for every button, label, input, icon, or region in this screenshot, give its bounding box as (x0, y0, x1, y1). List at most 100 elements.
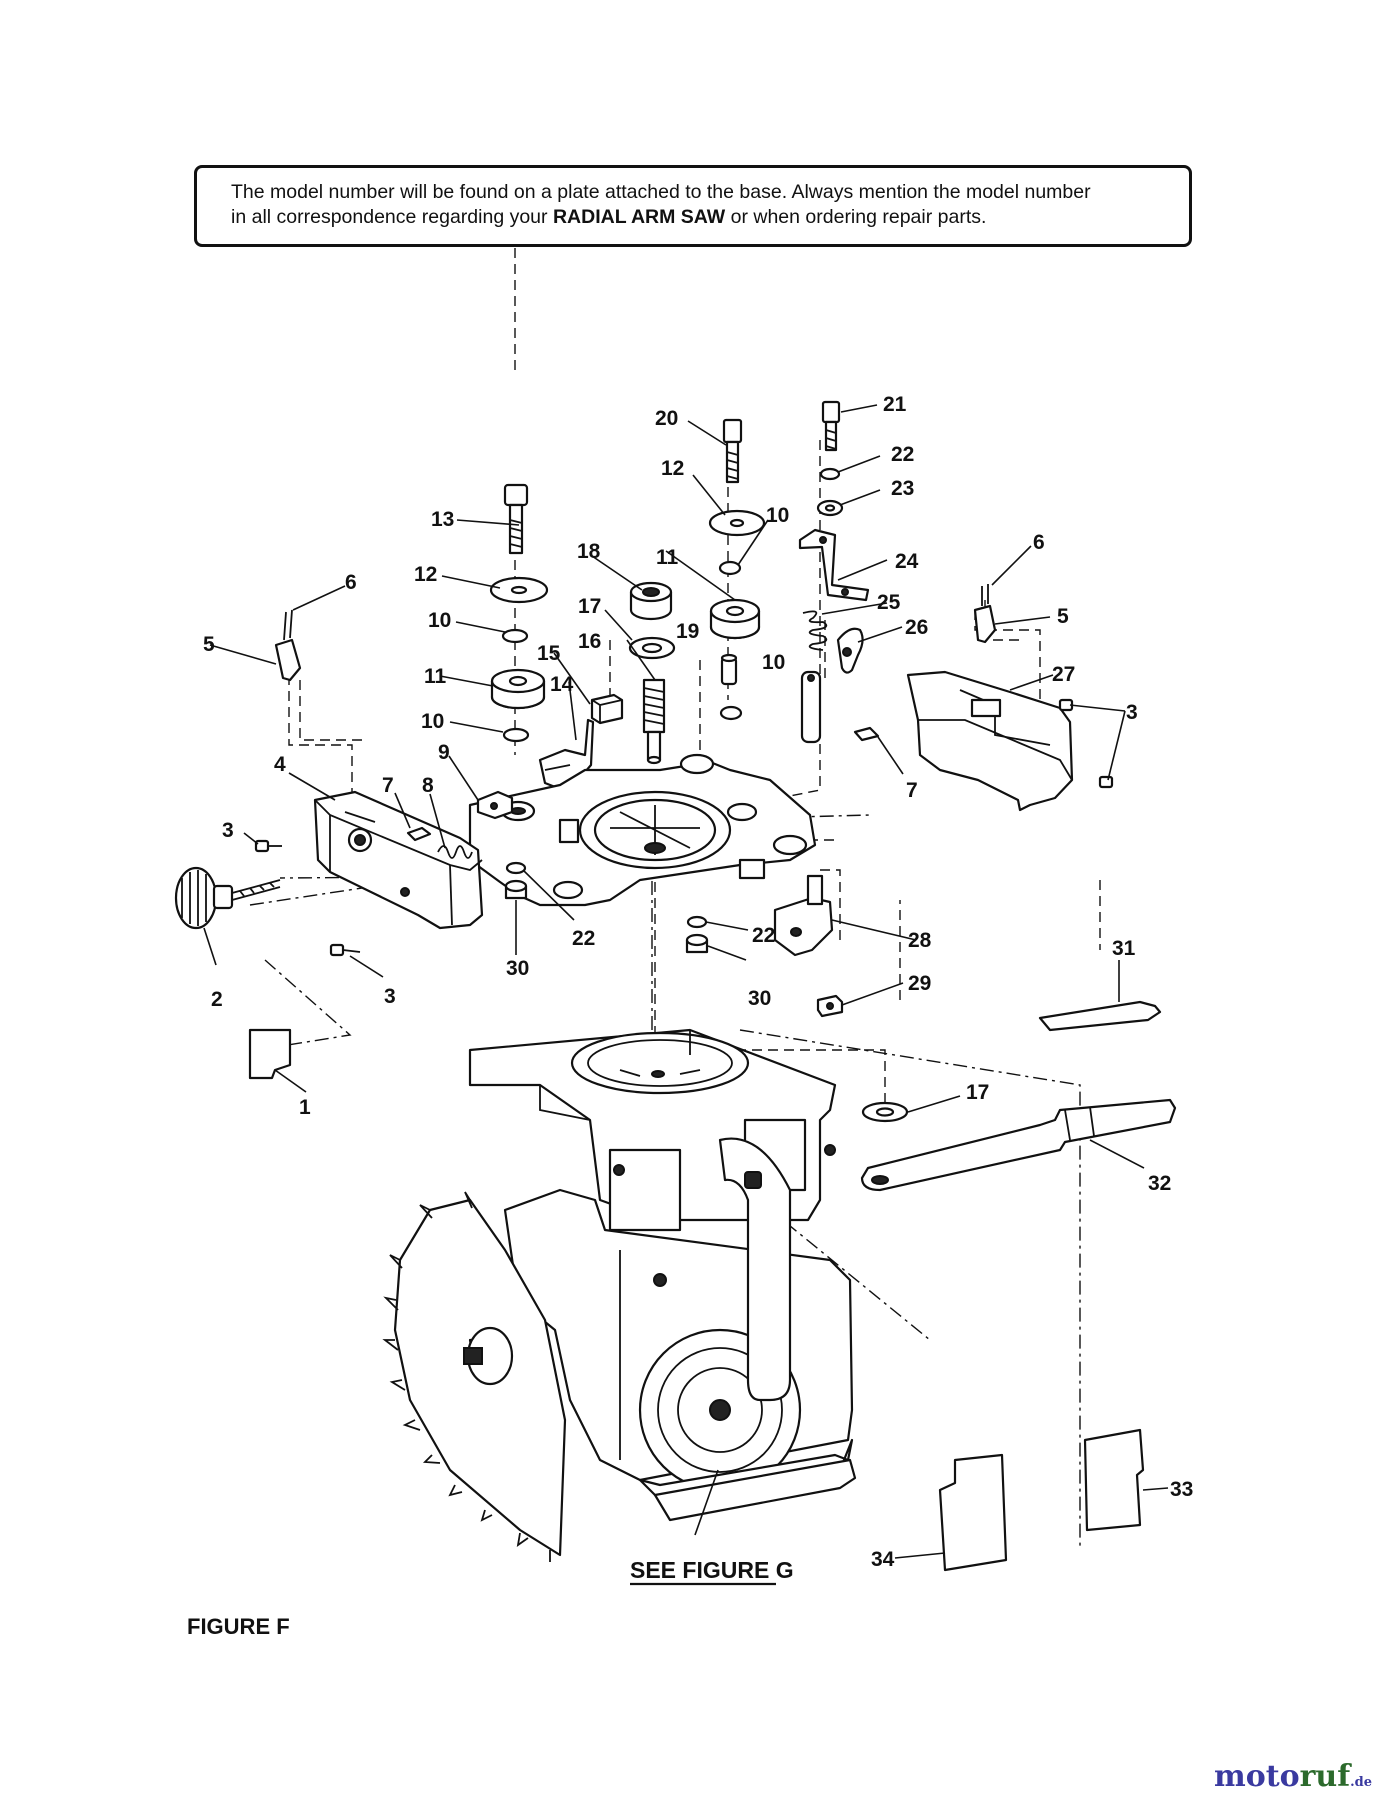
plunger (800, 670, 822, 744)
washer-23 (816, 499, 844, 517)
nut-30-left (504, 879, 528, 900)
lock-washer-22-mid (686, 915, 708, 929)
callout-16: 16 (578, 630, 601, 653)
callout-27: 27 (1052, 663, 1075, 686)
pulley-11-left (490, 668, 546, 710)
latch-5-left (274, 609, 302, 682)
washer-12-right (708, 509, 766, 537)
callout-3-c: 3 (1126, 701, 1138, 724)
model-number-notice: The model number will be found on a plat… (194, 165, 1192, 247)
callout-22-c: 22 (752, 924, 775, 947)
notice-line-2: in all correspondence regarding your RAD… (231, 206, 987, 228)
see-figure-g-link: SEE FIGURE G (630, 1557, 794, 1583)
callout-4: 4 (274, 753, 286, 776)
clip-7-right (853, 726, 880, 742)
nut-18 (629, 581, 673, 621)
notice-line-1: The model number will be found on a plat… (231, 181, 1091, 203)
callout-numbers: 1 2 3 3 3 4 5 5 6 6 7 7 8 9 10 10 10 10 … (203, 393, 1193, 1571)
callout-9: 9 (438, 741, 450, 764)
callout-11-b: 11 (656, 546, 679, 569)
callout-25: 25 (877, 591, 901, 614)
callout-34: 34 (871, 1548, 895, 1571)
callout-28: 28 (908, 929, 932, 952)
washer-10-b (719, 705, 743, 721)
callout-3-a: 3 (222, 819, 234, 842)
callout-13: 13 (431, 508, 454, 531)
latch-9 (476, 790, 514, 820)
callout-2: 2 (211, 988, 223, 1011)
callout-3-b: 3 (384, 985, 396, 1008)
callout-19: 19 (676, 620, 699, 643)
bracket-24 (798, 528, 870, 602)
label-1 (248, 1028, 292, 1080)
callout-10-d: 10 (762, 651, 785, 674)
callout-11-a: 11 (424, 665, 447, 688)
housing-4 (313, 790, 484, 930)
yoke-plate (468, 753, 817, 907)
callout-32: 32 (1148, 1172, 1171, 1195)
screw-3-right-b (1098, 775, 1114, 789)
washer-10-c (501, 628, 529, 644)
callout-30-a: 30 (506, 957, 529, 980)
arm-handle (718, 1137, 792, 1402)
callout-12-a: 12 (414, 563, 437, 586)
screw-3-left (254, 839, 282, 853)
bracket-28 (773, 874, 834, 957)
callout-5-b: 5 (1057, 605, 1069, 628)
callout-22-b: 22 (572, 927, 595, 950)
callout-21: 21 (883, 393, 907, 416)
callout-30-b: 30 (748, 987, 771, 1010)
callout-17-a: 17 (578, 595, 601, 618)
callout-10-a: 10 (428, 609, 451, 632)
callout-20: 20 (655, 407, 678, 430)
figure-label: FIGURE F (187, 1614, 290, 1639)
callout-14: 14 (550, 673, 574, 696)
washer-12-left (489, 576, 549, 604)
label-33 (1083, 1428, 1145, 1532)
callout-leaders (203, 404, 1169, 1559)
wrench-32 (860, 1098, 1177, 1192)
lock-washer-22-top (819, 467, 841, 481)
callout-18: 18 (577, 540, 601, 563)
callout-5-a: 5 (203, 633, 215, 656)
callout-15: 15 (537, 642, 561, 665)
callout-33: 33 (1170, 1478, 1193, 1501)
callout-1: 1 (299, 1096, 311, 1119)
callout-31: 31 (1112, 937, 1136, 960)
washer-17-top (628, 636, 676, 660)
callout-29: 29 (908, 972, 931, 995)
callout-12-b: 12 (661, 457, 684, 480)
callout-26: 26 (905, 616, 928, 639)
saw-blade (382, 1191, 567, 1562)
bolt-21 (821, 400, 841, 452)
callout-10-b: 10 (421, 710, 444, 733)
label-34 (938, 1453, 1008, 1572)
cover-27 (906, 670, 1074, 812)
lever-26 (836, 627, 864, 674)
grip-31 (1038, 1000, 1162, 1032)
lock-washer-22-left (505, 861, 527, 875)
screw-3-lower (329, 943, 361, 957)
callout-23: 23 (891, 477, 914, 500)
callout-10-c: 10 (766, 504, 789, 527)
callout-17-b: 17 (966, 1081, 989, 1104)
washer-10-d (502, 727, 530, 743)
watermark-logo: motoruf.de (1213, 1759, 1372, 1794)
callout-24: 24 (895, 550, 919, 573)
spring-25 (802, 610, 828, 651)
stud-16 (642, 678, 666, 765)
block-15 (590, 693, 624, 725)
pulley-11-right (709, 598, 761, 640)
product-name: RADIAL ARM SAW (552, 206, 726, 228)
bolt-20 (722, 418, 743, 484)
nut-29 (816, 994, 844, 1018)
bolt-13 (503, 483, 529, 555)
nut-30-mid (685, 933, 709, 954)
latch-5-right (973, 584, 997, 644)
pin-19 (720, 653, 738, 686)
washer-17-lower (861, 1101, 909, 1123)
clip-7-left (406, 826, 432, 842)
callout-7-b: 7 (906, 779, 918, 802)
callout-22-a: 22 (891, 443, 914, 466)
